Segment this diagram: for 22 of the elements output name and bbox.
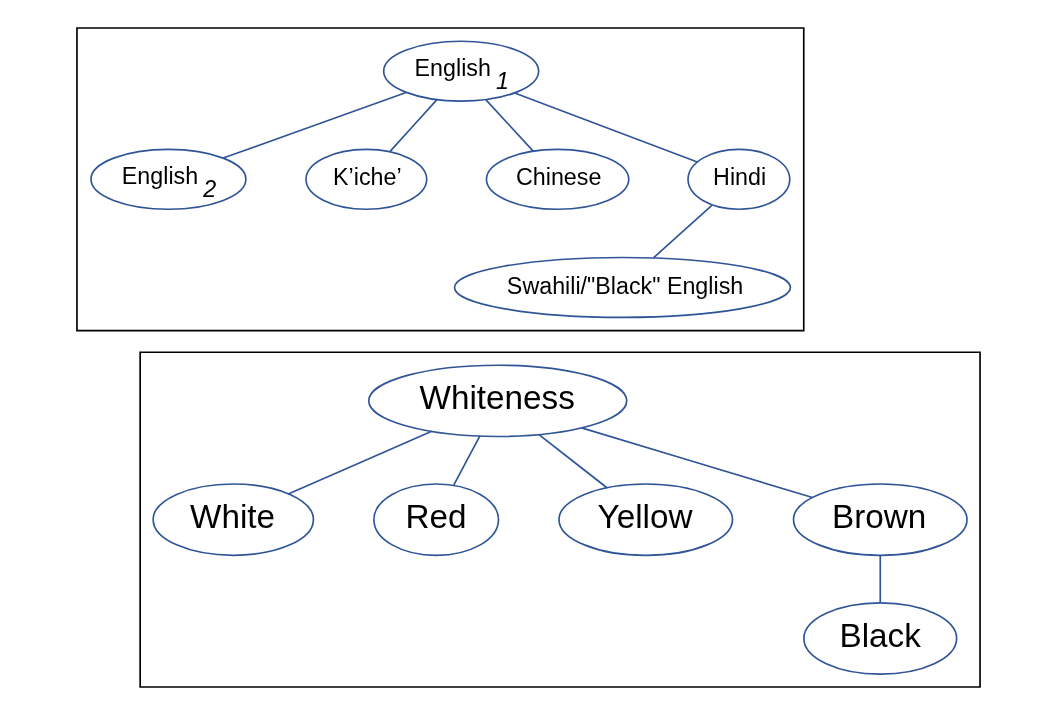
cluster <box>75 27 805 332</box>
connector <box>580 427 813 499</box>
node-ellipse: Red <box>372 483 499 557</box>
node-ellipse: Yellow <box>557 483 733 557</box>
connector <box>452 435 481 486</box>
connector <box>221 91 407 159</box>
node-ellipse: Hindi <box>686 148 791 211</box>
connector <box>484 99 534 152</box>
cluster <box>138 351 981 688</box>
node-ellipse: White <box>151 483 314 557</box>
node-ellipse: K’iche’ <box>304 148 428 211</box>
node-ellipse: Black <box>802 601 957 675</box>
node-ellipse: Swahili/"Black" English <box>453 256 791 319</box>
node-ellipse: Chinese <box>485 148 630 211</box>
connector <box>389 99 438 152</box>
node-ellipse: Whiteness <box>367 364 628 438</box>
node-ellipse: Brown <box>792 483 968 557</box>
connector <box>286 430 432 495</box>
connector <box>537 433 608 489</box>
connector <box>652 204 713 259</box>
connector <box>878 554 881 604</box>
connector <box>513 92 698 163</box>
